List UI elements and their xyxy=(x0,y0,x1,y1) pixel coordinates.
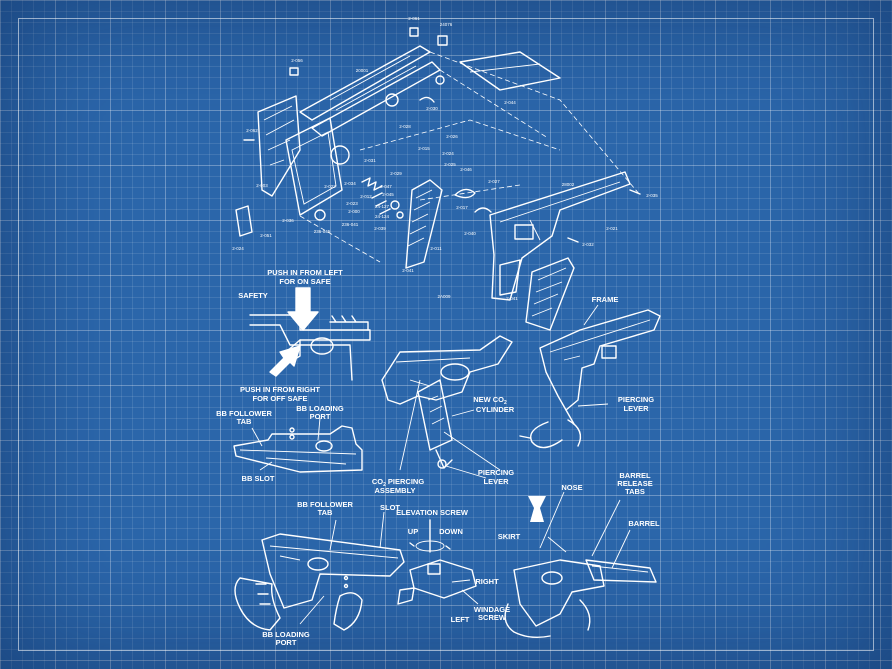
part-number: 2-017 xyxy=(456,205,468,210)
left-label: LEFT xyxy=(451,615,470,624)
windage-screw-label-2: SCREW xyxy=(478,613,507,622)
sight-detail: ELEVATION SCREW UP DOWN RIGHT LEFT WINDA… xyxy=(396,508,510,624)
co2-piercing-label-2: ASSEMBLY xyxy=(375,486,416,495)
part-number: 2-045 xyxy=(382,192,394,197)
part-number: 2-003 xyxy=(256,183,268,188)
bb-follower-tab2-label-2: TAB xyxy=(318,508,333,517)
part-number: 2-022 xyxy=(324,184,336,189)
part-number: 236-045 xyxy=(314,229,331,234)
part-number: 2-034 xyxy=(344,181,356,186)
part-number: 24-124 xyxy=(375,214,390,219)
bb-loading-port2-label: BB LOADING xyxy=(262,630,310,639)
part-number: 2-023 xyxy=(346,201,358,206)
part-number: 2-011 xyxy=(430,246,442,251)
barrel-detail: NOSE BARREL RELEASE TABS BARREL SKIRT xyxy=(498,471,660,639)
part-number: 2-032 xyxy=(582,242,594,247)
safety-label: SAFETY xyxy=(238,291,268,300)
part-number: 2-000 xyxy=(348,209,360,214)
skirt-label: SKIRT xyxy=(498,532,521,541)
part-number: 2-024 xyxy=(442,151,454,156)
frame-piercing-lever-label-2: LEVER xyxy=(623,404,649,413)
barrel-release-label: BARREL xyxy=(619,471,651,480)
push-right-label: PUSH IN FROM RIGHT xyxy=(240,385,320,394)
piercing-lever-label-2: LEVER xyxy=(483,477,509,486)
bb-loading-port2-label-2: PORT xyxy=(276,638,297,647)
part-number: 2A009 xyxy=(437,294,451,299)
part-number: 2-024 xyxy=(232,246,244,251)
pellet-icon xyxy=(528,496,546,522)
co2-piercing-label: CO2 PIERCING xyxy=(372,477,425,488)
part-number: 2-039 xyxy=(374,226,386,231)
new-co2-label-2: CYLINDER xyxy=(476,405,515,414)
up-label: UP xyxy=(408,527,418,536)
blueprint-border xyxy=(18,18,874,651)
part-number: 2-041 xyxy=(506,296,518,301)
bb-slot-detail: BB FOLLOWER TAB BB LOADING PORT BB SLOT xyxy=(216,404,363,483)
part-number: 24076 xyxy=(440,22,453,27)
new-co2-label: NEW CO2 xyxy=(473,395,507,406)
windage-screw-label: WINDAGE xyxy=(474,605,510,614)
part-number: 2-036 xyxy=(282,218,294,223)
co2-detail: NEW CO2 CYLINDER CO2 PIERCING ASSEMBLY P… xyxy=(372,335,515,495)
part-number: 2-061 xyxy=(408,16,420,21)
bb-follower-tab-label: BB FOLLOWER xyxy=(216,409,272,418)
part-number: 2-041 xyxy=(402,268,414,273)
part-number: 2-040 xyxy=(464,231,476,236)
bb-slot-label: BB SLOT xyxy=(242,474,275,483)
safety-detail: PUSH IN FROM LEFT FOR ON SAFE SAFETY PUS… xyxy=(238,268,371,403)
barrel-release-label-3: TABS xyxy=(625,487,645,496)
part-number: 2-046 xyxy=(460,167,472,172)
part-number: 2-028 xyxy=(399,124,411,129)
part-number: 2-062 xyxy=(246,128,258,133)
part-number: 28002 xyxy=(562,182,575,187)
part-number: 2-056 xyxy=(291,58,303,63)
bb-follower-tab2-label: BB FOLLOWER xyxy=(297,500,353,509)
part-number: 2-030 xyxy=(426,106,438,111)
part-number: 2-021 xyxy=(606,226,618,231)
part-number: 2-015 xyxy=(418,146,430,151)
frame-detail: FRAME PIERCING LEVER xyxy=(519,295,661,449)
push-left-label: PUSH IN FROM LEFT xyxy=(267,268,343,277)
frame-label: FRAME xyxy=(592,295,619,304)
part-number: 2-012 xyxy=(360,194,372,199)
right-label: RIGHT xyxy=(475,577,499,586)
part-number: 20001 xyxy=(356,68,369,73)
elevation-screw-label: ELEVATION SCREW xyxy=(396,508,469,517)
nose-label: NOSE xyxy=(561,483,582,492)
barrel-label: BARREL xyxy=(628,519,660,528)
barrel-release-label-2: RELEASE xyxy=(617,479,652,488)
push-left-label-2: FOR ON SAFE xyxy=(279,277,330,286)
part-number: 2-035 xyxy=(646,193,658,198)
bb-loading-port-label: BB LOADING xyxy=(296,404,344,413)
loading-detail: BB FOLLOWER TAB SLOT BB LOADING PORT xyxy=(234,500,405,647)
exploded-view: 2-061 24076 2-056 20001 2-030 2-044 2-02… xyxy=(232,16,658,331)
part-number: 2-027 xyxy=(488,179,500,184)
part-number: 2-047 xyxy=(380,184,392,189)
part-number: 2-029 xyxy=(390,171,402,176)
push-right-label-2: FOR OFF SAFE xyxy=(253,394,308,403)
frame-piercing-lever-label: PIERCING xyxy=(618,395,654,404)
part-number: 2-031 xyxy=(364,158,376,163)
piercing-lever-label: PIERCING xyxy=(478,468,514,477)
part-number: 24-127 xyxy=(375,204,390,209)
part-number: 2-044 xyxy=(504,100,516,105)
down-label: DOWN xyxy=(439,527,463,536)
bb-loading-port-label-2: PORT xyxy=(310,412,331,421)
slot-label: SLOT xyxy=(380,503,400,512)
part-number: 2-026 xyxy=(446,134,458,139)
part-number: 2-025 xyxy=(444,162,456,167)
part-numbers: 2-061 24076 2-056 20001 2-030 2-044 2-02… xyxy=(232,16,658,301)
part-number: 236-041 xyxy=(342,222,359,227)
bb-follower-tab-label-2: TAB xyxy=(237,417,252,426)
part-number: 2-051 xyxy=(260,233,272,238)
